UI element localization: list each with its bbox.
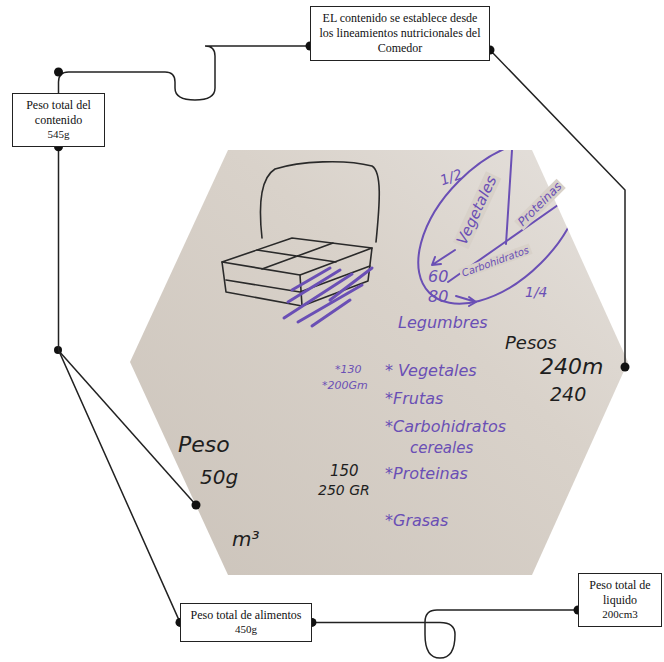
callout-box: Peso total de alimentos450g [180, 603, 312, 642]
handwritten-note: *Carbohidratos [385, 418, 506, 436]
callout-text: Peso total del contenido [19, 98, 98, 128]
connector-dot [54, 68, 63, 77]
leader-line [58, 350, 196, 505]
callout-text: Peso total de liquido [585, 578, 655, 608]
handwritten-note: *Frutas [385, 390, 443, 408]
purple-scribble [284, 268, 372, 326]
callout-text: EL contenido se establece desde los line… [317, 11, 483, 56]
handwritten-note: 150 [330, 463, 359, 480]
handwritten-note: Pesos [505, 333, 557, 353]
handwritten-note: 240 [550, 384, 586, 405]
handwritten-note: 60 [428, 268, 448, 286]
callout-text: Peso total de alimentos [187, 608, 305, 623]
handwritten-note: *Grasas [385, 512, 448, 530]
callout-box: Peso total del contenido545g [12, 93, 105, 147]
handwritten-note: Peso [178, 433, 230, 457]
handwritten-note: *130 [335, 364, 362, 376]
handwritten-note: m³ [232, 528, 260, 550]
leader-dot [621, 363, 630, 372]
leader-lines [54, 46, 630, 510]
callout-box: EL contenido se establece desde los line… [310, 6, 490, 61]
connector-line [59, 46, 311, 100]
leader-line [490, 50, 625, 367]
callout-box: Peso total de liquido200cm3 [578, 573, 662, 627]
connector-line [312, 610, 578, 658]
callout-text: 450g [187, 623, 305, 637]
callout-text: 200cm3 [585, 608, 655, 622]
handwritten-note: cereales [410, 440, 473, 457]
leader-dot [192, 501, 201, 510]
pie-sketch [388, 110, 611, 333]
handwritten-note: 80 [428, 288, 448, 306]
handwritten-note: 50g [200, 466, 238, 488]
callout-text: 545g [19, 128, 98, 142]
handwritten-note: 1/4 [525, 285, 548, 300]
handwritten-note: Legumbres [398, 314, 488, 332]
handwritten-note: * Vegetales [385, 362, 477, 380]
handwritten-note: 240m [540, 355, 603, 379]
connector-line [59, 147, 181, 623]
photo-ground [120, 140, 640, 585]
handwritten-note: *200Gm [322, 380, 368, 392]
handwritten-note: 250 GR [318, 483, 370, 498]
handwritten-note: *Proteinas [385, 465, 468, 483]
